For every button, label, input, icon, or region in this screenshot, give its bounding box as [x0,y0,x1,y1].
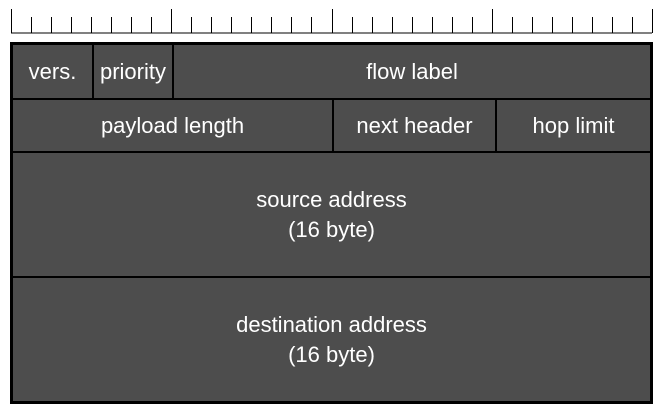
bit-ruler [11,9,653,34]
hop-limit-field: hop limit [495,98,650,151]
ipv6-header-diagram: vers. priority flow label payload length… [10,42,653,404]
source-address-field: source address (16 byte) [13,151,650,276]
next-header-field: next header [332,98,495,151]
payload-length-field: payload length [13,98,332,151]
hop-limit-label: hop limit [532,112,615,138]
source-address-label: source address [256,186,407,212]
priority-field: priority [92,45,172,98]
destination-address-label: destination address [236,311,427,337]
flow-label-field: flow label [172,45,650,98]
destination-address-field: destination address (16 byte) [13,276,650,401]
flow-label-label: flow label [366,58,458,84]
destination-address-size: (16 byte) [288,341,375,367]
next-header-label: next header [356,112,473,138]
source-address-size: (16 byte) [288,216,375,242]
priority-label: priority [99,58,166,84]
payload-length-label: payload length [100,112,245,138]
version-label: vers. [28,58,77,84]
version-field: vers. [13,45,92,98]
